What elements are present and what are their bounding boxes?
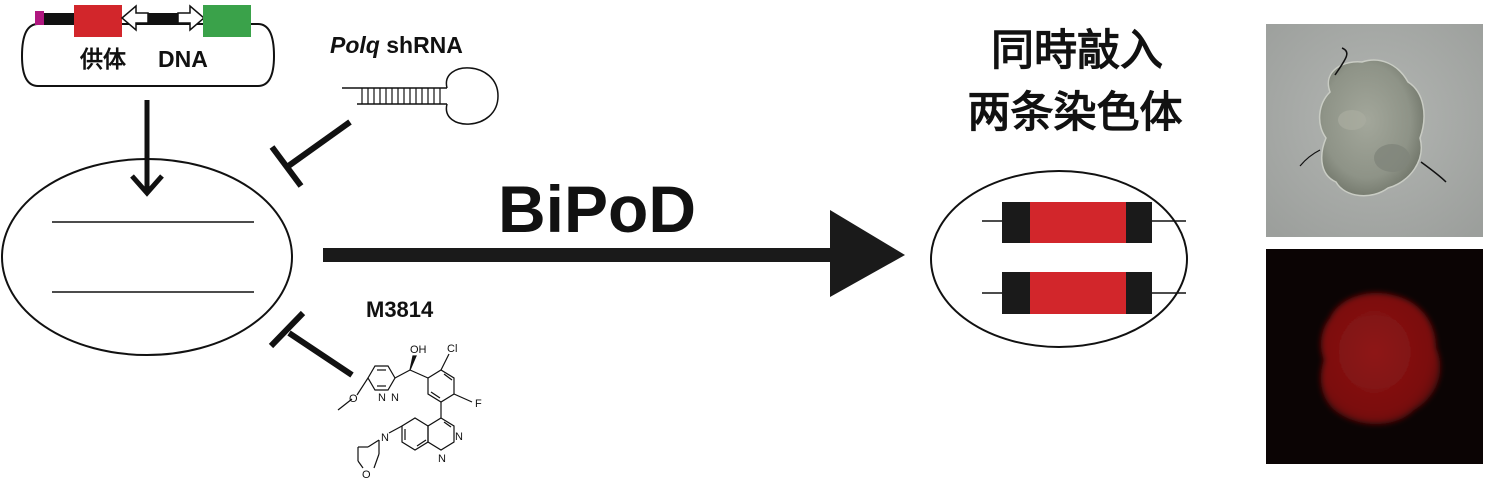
bipod-arrow: BiPoD (323, 172, 905, 297)
m3814-label: M3814 (366, 297, 434, 322)
molecule-structure-icon (337, 353, 473, 469)
m3814-molecule: M3814 (337, 297, 482, 481)
promoter-arrow-left (120, 4, 149, 32)
polq-shrna: Polq shRNA (330, 32, 499, 125)
red-cassette (74, 5, 122, 37)
black-segment-middle (148, 13, 178, 23)
chromosome-knockin-bottom (982, 272, 1186, 314)
donor-plasmid: 供体 DNA (20, 4, 276, 87)
atom-n-4: N (438, 453, 446, 465)
atom-o-methoxy: O (349, 393, 358, 405)
atom-n-1: N (378, 392, 386, 404)
promoter-arrow-right (177, 4, 206, 32)
atom-cl: Cl (447, 343, 457, 355)
green-cassette (203, 5, 251, 37)
atom-o-morpholine: O (362, 469, 371, 481)
black-segment-left (44, 13, 74, 23)
plasmid-label-cjk: 供体 (79, 46, 127, 73)
plasmid-label-dna: DNA (158, 46, 208, 72)
insertion-arrow (130, 100, 164, 197)
atom-oh: OH (410, 344, 427, 356)
atom-n-2: N (391, 392, 399, 404)
result-caption: 同時敲入 两条染色体 (968, 26, 1183, 138)
cell-right (930, 170, 1188, 348)
atom-f: F (475, 398, 482, 410)
bipod-label: BiPoD (498, 172, 696, 246)
atom-n-3: N (455, 431, 463, 443)
hairpin-icon (342, 67, 499, 125)
fluorescent-cell (1321, 292, 1441, 425)
shrna-label: Polq shRNA (330, 32, 463, 58)
fluorescence-micrograph (1266, 249, 1483, 464)
chromosome-knockin-top (982, 202, 1186, 243)
result-line-1: 同時敲入 (991, 26, 1163, 76)
cell-left (1, 158, 293, 356)
magenta-tip (35, 11, 44, 25)
inhibition-symbol-top (269, 119, 352, 188)
atom-n-morpholine: N (381, 432, 389, 444)
result-line-2: 两条染色体 (968, 88, 1183, 138)
inhibition-symbol-bottom (268, 310, 354, 378)
brightfield-micrograph (1266, 24, 1483, 237)
